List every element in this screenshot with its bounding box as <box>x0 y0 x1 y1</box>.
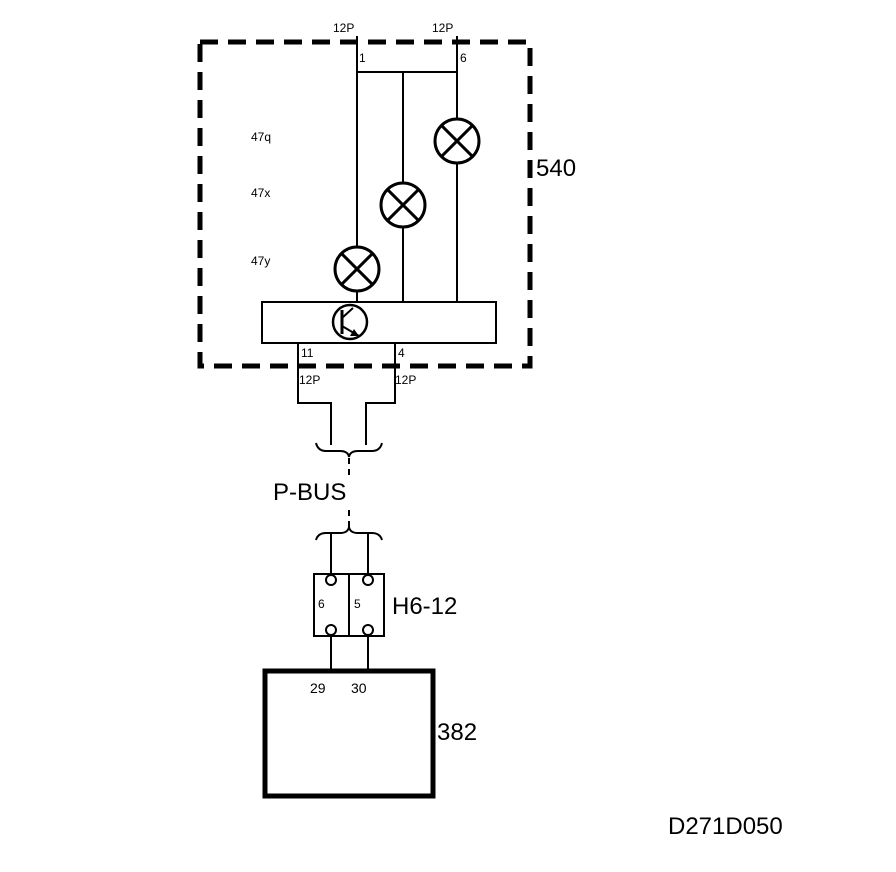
module-382-box <box>262 668 436 799</box>
lamp-label-47x: 47x <box>251 186 270 200</box>
top-connector-left-pin: 1 <box>359 51 366 65</box>
connector-h6-12-pin-right: 5 <box>354 597 361 611</box>
bus-brace-upper <box>315 442 383 458</box>
diagram-code: D271D050 <box>668 813 783 840</box>
bus-label: P-BUS <box>273 479 346 506</box>
bottom-connector-left-pin: 11 <box>301 346 314 360</box>
bottom-connector-right-type: 12P <box>395 373 416 387</box>
lamp-label-47y: 47y <box>251 254 270 268</box>
connector-h6-12-terminal <box>362 574 374 586</box>
top-connector-left-type: 12P <box>333 21 354 35</box>
lamp-47y-icon <box>333 245 381 293</box>
top-connector-right-pin: 6 <box>460 51 467 65</box>
bottom-connector-right-pin: 4 <box>398 346 405 360</box>
connector-h6-12-label: H6-12 <box>392 593 457 620</box>
lamp-47q-icon <box>433 117 481 165</box>
lamp-47x-icon <box>379 181 427 229</box>
driver-box <box>261 301 497 344</box>
wire-bottom-right <box>365 343 396 445</box>
module-540-label: 540 <box>536 155 576 182</box>
module-382-label: 382 <box>437 719 477 746</box>
module-540-outline <box>197 39 533 369</box>
module-382-pin-29: 29 <box>310 680 326 696</box>
transistor-icon <box>331 303 369 341</box>
connector-h6-12-terminal <box>362 624 374 636</box>
bus-brace-lower <box>315 526 383 541</box>
connector-h6-12-pin-left: 6 <box>318 597 325 611</box>
top-connector-right-type: 12P <box>432 21 453 35</box>
bottom-connector-left-type: 12P <box>299 373 320 387</box>
lamp-label-47q: 47q <box>251 130 271 144</box>
module-382-pin-30: 30 <box>351 680 367 696</box>
wire-bottom-left <box>297 343 332 445</box>
connector-h6-12-terminal <box>325 574 337 586</box>
connector-h6-12-terminal <box>325 624 337 636</box>
